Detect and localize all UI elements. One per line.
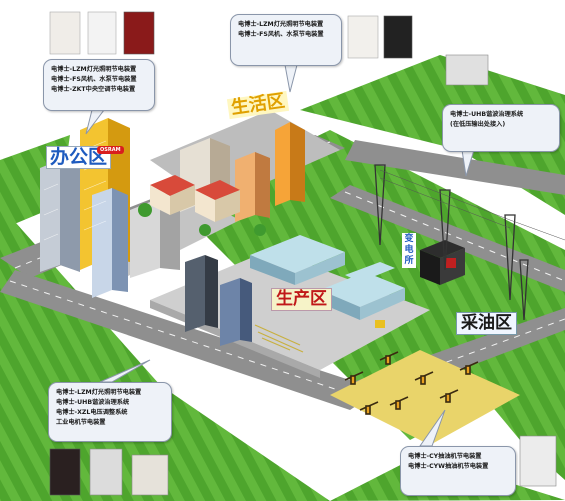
callout-substation-products: 电博士-UHB谐波治理系统 (在低压输出处接入) — [442, 104, 560, 152]
zone-label-office: 办公区 — [46, 146, 112, 169]
callout-line: 工业电机节电装置 — [56, 419, 106, 426]
callout-line: 电博士-XZL电压调整系统 — [56, 409, 128, 416]
product-images — [49, 11, 557, 496]
callout-living-products: 电博士-LZM灯光照明节电装置 电博士-FS风机、水泵节电装置 — [230, 14, 342, 66]
callout-line: 电博士-UHB谐波治理系统 — [450, 111, 524, 118]
callout-line: 电博士-UHB谐波治理系统 — [56, 399, 130, 406]
zone-label-production: 生产区 — [271, 288, 332, 311]
oil-pumpjacks — [344, 351, 479, 415]
callout-line: 电博士-FS风机、水泵节电装置 — [238, 31, 324, 38]
callout-production-products: 电博士-LZM灯光照明节电装置 电博士-UHB谐波治理系统 电博士-XZL电压调… — [48, 382, 172, 442]
zone-label-substation: 变电所 — [402, 233, 416, 268]
callout-oilfield-products: 电博士-CY抽油机节电装置 电博士-CYW抽油机节电装置 — [400, 446, 516, 496]
callout-line: 电博士-FS风机、水泵节电装置 — [51, 76, 137, 83]
callout-pointers — [85, 64, 475, 447]
callout-line: (在低压输出处接入) — [450, 121, 506, 128]
callout-line: 电博士-ZKT中央空调节电装置 — [51, 86, 136, 93]
substation — [374, 164, 565, 321]
callout-line: 电博士-CY抽油机节电装置 — [408, 453, 482, 460]
callout-line: 电博士-LZM灯光照明节电装置 — [51, 66, 137, 73]
living-buildings — [138, 122, 305, 236]
osram-logo: OSRAM — [97, 146, 124, 154]
callout-line: 电博士-CYW抽油机节电装置 — [408, 463, 489, 470]
callout-office-products: 电博士-LZM灯光照明节电装置 电博士-FS风机、水泵节电装置 电博士-ZKT中… — [43, 59, 155, 111]
callout-line: 电博士-LZM灯光照明节电装置 — [56, 389, 142, 396]
callout-line: 电博士-LZM灯光照明节电装置 — [238, 21, 324, 28]
zone-label-oilfield: 采油区 — [456, 312, 517, 335]
production-facilities — [185, 235, 405, 353]
